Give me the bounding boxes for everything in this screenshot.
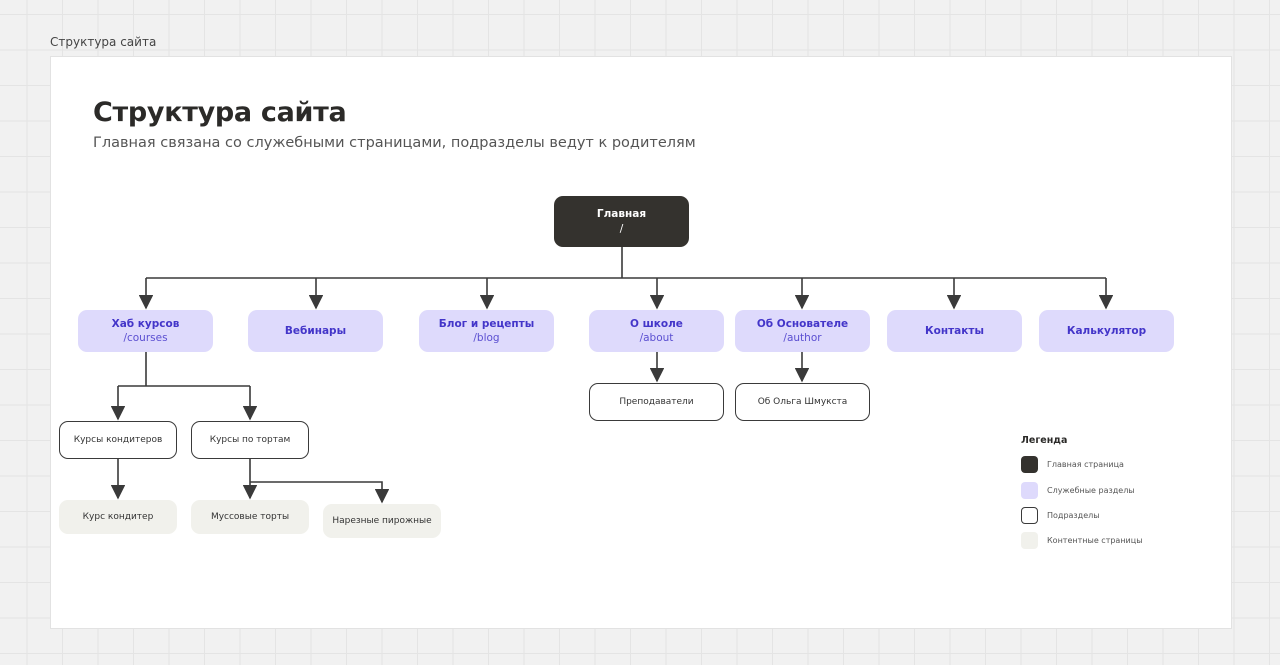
node-name: Курс кондитер — [82, 511, 154, 522]
edge-home-bus — [146, 247, 1106, 279]
legend-label: Подразделы — [1047, 511, 1100, 520]
node-name: Преподаватели — [619, 396, 694, 407]
page-title: Структура сайта — [93, 97, 347, 128]
legend-swatch — [1021, 507, 1038, 524]
legend-swatch — [1021, 482, 1038, 499]
node-path: /author — [783, 332, 822, 344]
node-author[interactable]: Об Основателе /author — [735, 310, 870, 352]
legend-title: Легенда — [1021, 435, 1068, 446]
node-path: /courses — [123, 332, 168, 344]
legend-item-section: Служебные разделы — [1021, 482, 1135, 499]
node-name: Об Основателе — [756, 317, 849, 330]
diagram-frame: Структура сайта Главная связана со служе… — [50, 56, 1232, 629]
node-name: Об Ольга Шмукста — [757, 396, 848, 407]
node-name: Курсы по тортам — [209, 434, 291, 445]
node-name: О школе — [630, 317, 683, 330]
page-subtitle: Главная связана со служебными страницами… — [93, 135, 696, 151]
node-courses[interactable]: Хаб курсов /courses — [78, 310, 213, 352]
node-teachers[interactable]: Преподаватели — [589, 383, 724, 421]
node-path: /blog — [473, 332, 500, 344]
node-name: Блог и рецепты — [438, 317, 535, 330]
edge-courses-bus — [118, 352, 250, 387]
node-name: Курсы кондитеров — [73, 434, 163, 445]
legend-item-sub: Подразделы — [1021, 507, 1100, 524]
legend-item-main: Главная страница — [1021, 456, 1124, 473]
node-pastry-courses[interactable]: Курсы кондитеров — [59, 421, 177, 459]
node-path: / — [619, 222, 624, 235]
node-calculator[interactable]: Калькулятор — [1039, 310, 1174, 352]
node-name: Калькулятор — [1066, 324, 1147, 337]
node-name: Муссовые торты — [210, 511, 290, 522]
node-blog[interactable]: Блог и рецепты /blog — [419, 310, 554, 352]
node-mousse-cakes[interactable]: Муссовые торты — [191, 500, 309, 534]
node-cake-courses[interactable]: Курсы по тортам — [191, 421, 309, 459]
node-sliced-pastries[interactable]: Нарезные пирожные — [323, 504, 441, 538]
node-contacts[interactable]: Контакты — [887, 310, 1022, 352]
edge-cakes-sliced — [250, 481, 390, 504]
legend-swatch — [1021, 456, 1038, 473]
node-webinars[interactable]: Вебинары — [248, 310, 383, 352]
legend-swatch — [1021, 532, 1038, 549]
node-home[interactable]: Главная / — [554, 196, 689, 247]
node-about[interactable]: О школе /about — [589, 310, 724, 352]
frame-label: Структура сайта — [50, 35, 157, 49]
legend: Легенда Главная страница Служебные разде… — [1021, 435, 1143, 549]
node-name: Хаб курсов — [111, 317, 180, 330]
legend-label: Служебные разделы — [1047, 486, 1135, 495]
legend-label: Контентные страницы — [1047, 536, 1143, 545]
node-name: Нарезные пирожные — [332, 515, 432, 526]
legend-label: Главная страница — [1047, 460, 1124, 469]
node-pastry-course[interactable]: Курс кондитер — [59, 500, 177, 534]
node-name: Главная — [596, 208, 647, 221]
connectors — [110, 247, 1114, 504]
node-about-olga[interactable]: Об Ольга Шмукста — [735, 383, 870, 421]
node-name: Вебинары — [284, 324, 347, 337]
node-name: Контакты — [925, 324, 984, 337]
node-path: /about — [639, 332, 674, 344]
legend-item-content: Контентные страницы — [1021, 532, 1143, 549]
